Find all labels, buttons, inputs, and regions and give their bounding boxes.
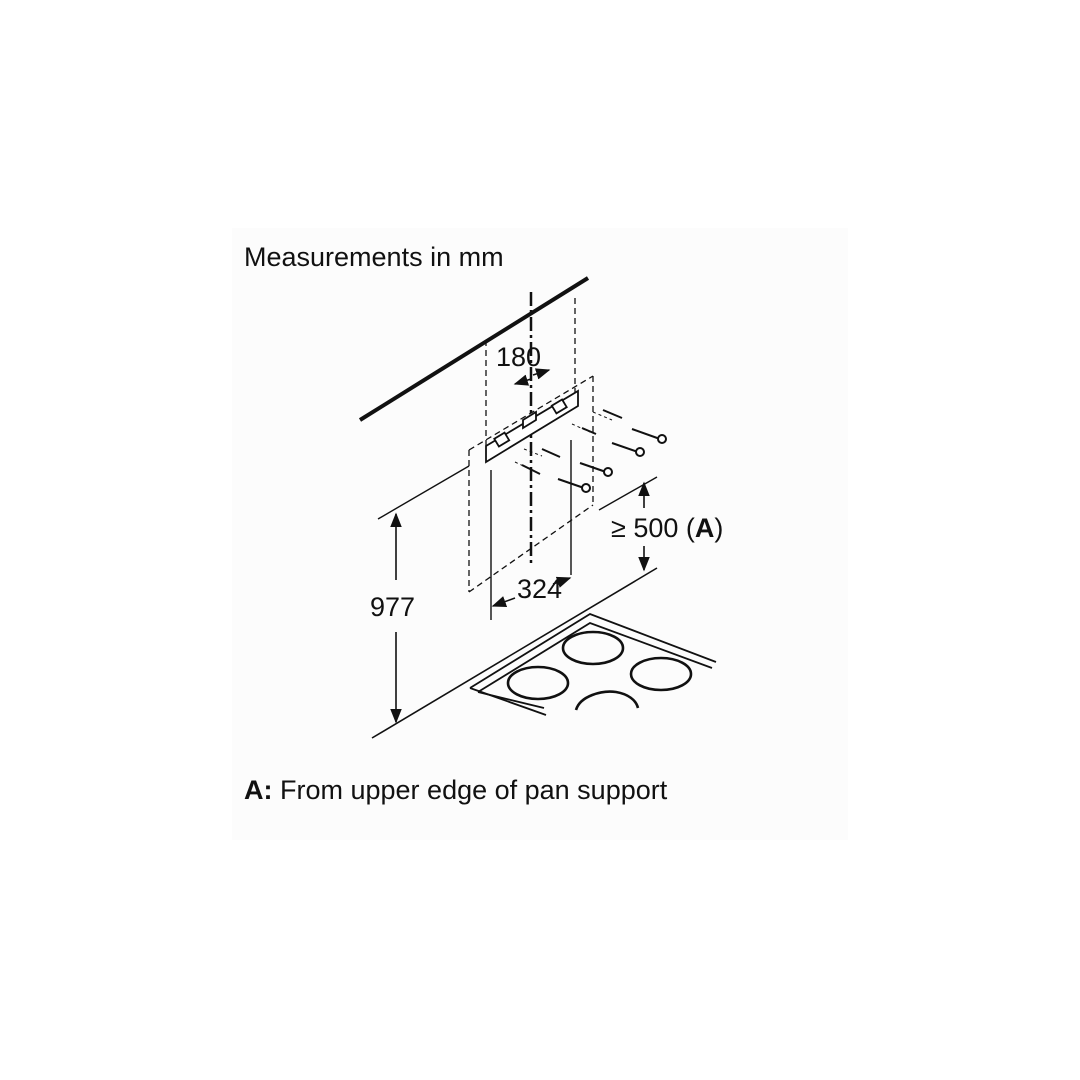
dim-977-label: 977: [370, 592, 415, 622]
mounting-bracket: [485, 389, 579, 464]
footnote-text: From upper edge of pan support: [272, 775, 668, 805]
hob-burner: [506, 665, 570, 701]
footnote-key: A:: [244, 775, 273, 805]
dim-180-label: 180: [496, 342, 541, 372]
hob-outer-edge: [469, 613, 717, 689]
dim-500-key: A: [695, 513, 715, 543]
ceiling-line: [358, 276, 590, 422]
footnote: A: From upper edge of pan support: [244, 773, 667, 807]
hob-burner: [574, 690, 640, 711]
measurements-heading: Measurements in mm: [244, 242, 504, 272]
dim-180-arrow: [513, 374, 532, 386]
dim-324-arrow: [491, 596, 516, 607]
worktop-line: [371, 567, 658, 739]
dim-324-arrow: [552, 576, 572, 588]
screws: [514, 409, 667, 493]
dim-180-arrow: [532, 368, 551, 380]
dim-500-label: ≥ 500 (A): [611, 513, 723, 543]
hob-burner: [629, 656, 693, 692]
hob-burner: [561, 630, 625, 666]
dim-500-prefix: ≥ 500 (: [611, 513, 695, 543]
dim-500-suffix: ): [714, 513, 723, 543]
hob-front-edge: [477, 691, 545, 709]
diagram-panel: [232, 228, 848, 840]
dim-500-extension: [598, 476, 658, 511]
dim-977-extension: [377, 465, 470, 520]
hob-inner-edge: [477, 622, 713, 693]
dim-324-label: 324: [517, 574, 562, 604]
hob: [469, 613, 717, 716]
